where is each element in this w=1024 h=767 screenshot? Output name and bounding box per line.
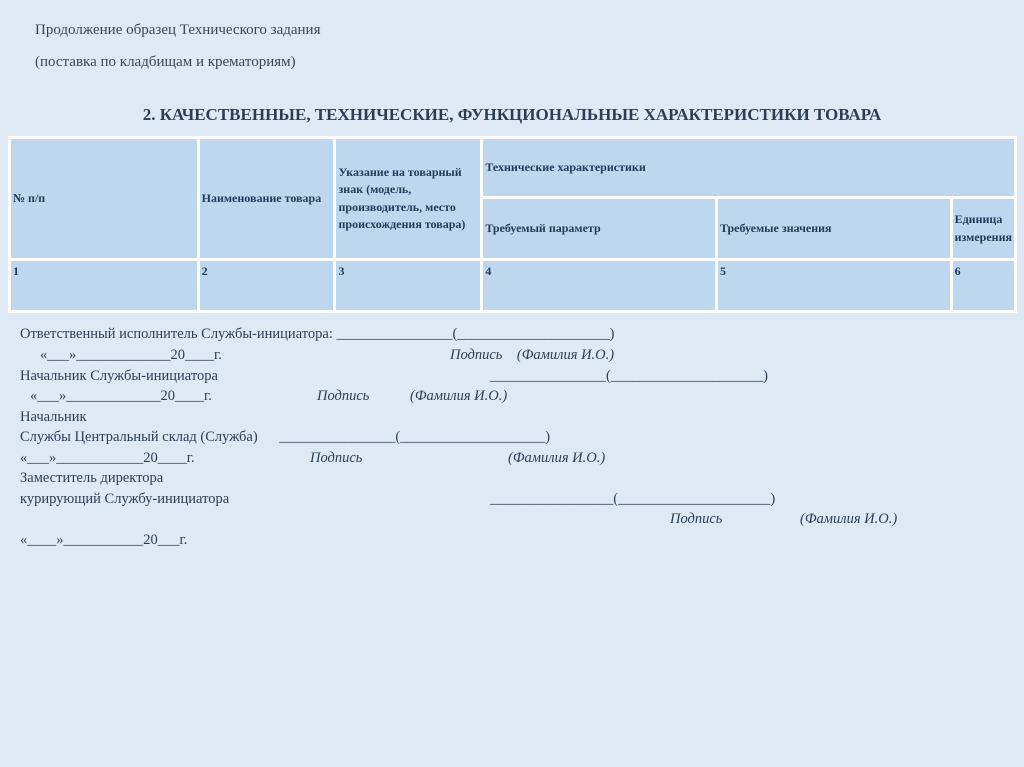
sig3-label-1: Начальник bbox=[20, 409, 87, 425]
sig3-sign: Подпись bbox=[310, 450, 363, 466]
section-title: 2. КАЧЕСТВЕННЫЕ, ТЕХНИЧЕСКИЕ, ФУНКЦИОНАЛ… bbox=[142, 105, 882, 124]
header-line-1: Продолжение образец Технического задания bbox=[35, 22, 321, 38]
header-tech: Технические характеристики bbox=[480, 136, 1017, 199]
header-values: Требуемые значения bbox=[714, 196, 953, 261]
sig1-sign: Подпись (Фамилия И.О.) bbox=[450, 347, 615, 363]
header-unit: Единица измерения bbox=[949, 196, 1018, 261]
cell: 5 bbox=[714, 258, 953, 313]
sig1-date: «___»_____________20____г. bbox=[40, 347, 222, 363]
sig2-sign: Подпись bbox=[317, 388, 370, 404]
header-line-2: (поставка по кладбищам и крематориям) bbox=[35, 54, 296, 70]
sig2-name: (Фамилия И.О.) bbox=[410, 388, 508, 404]
sig4-line: _________________(_____________________) bbox=[490, 491, 776, 507]
header-num: № п/п bbox=[8, 136, 200, 261]
characteristics-table: № п/п Наименование товара Указание на то… bbox=[8, 136, 1018, 313]
header-trademark: Указание на товарный знак (модель, произ… bbox=[333, 136, 484, 261]
sig4-name: (Фамилия И.О.) bbox=[800, 511, 898, 527]
header-name: Наименование товара bbox=[196, 136, 337, 261]
cell: 3 bbox=[333, 258, 484, 313]
cell: 6 bbox=[949, 258, 1018, 313]
sig2-label: Начальник Службы-инициатора bbox=[20, 368, 218, 384]
sig4-label-2: курирующий Службу-инициатора bbox=[20, 491, 230, 507]
sig1-label: Ответственный исполнитель Службы-инициат… bbox=[20, 326, 615, 342]
sig3-label-2: Службы Центральный склад (Служба) ______… bbox=[20, 429, 551, 445]
cell: 4 bbox=[480, 258, 718, 313]
sig3-date: «___»____________20____г. bbox=[20, 450, 195, 466]
sig2-line: ________________(_____________________) bbox=[490, 368, 768, 384]
sig4-date: «____»___________20___г. bbox=[20, 532, 188, 548]
sig4-sign: Подпись bbox=[670, 511, 723, 527]
header-param: Требуемый параметр bbox=[480, 196, 718, 261]
cell: 2 bbox=[196, 258, 337, 313]
sig3-name: (Фамилия И.О.) bbox=[508, 450, 606, 466]
sig2-date: «___»_____________20____г. bbox=[30, 388, 212, 404]
cell: 1 bbox=[8, 258, 200, 313]
sig4-label-1: Заместитель директора bbox=[20, 470, 164, 486]
